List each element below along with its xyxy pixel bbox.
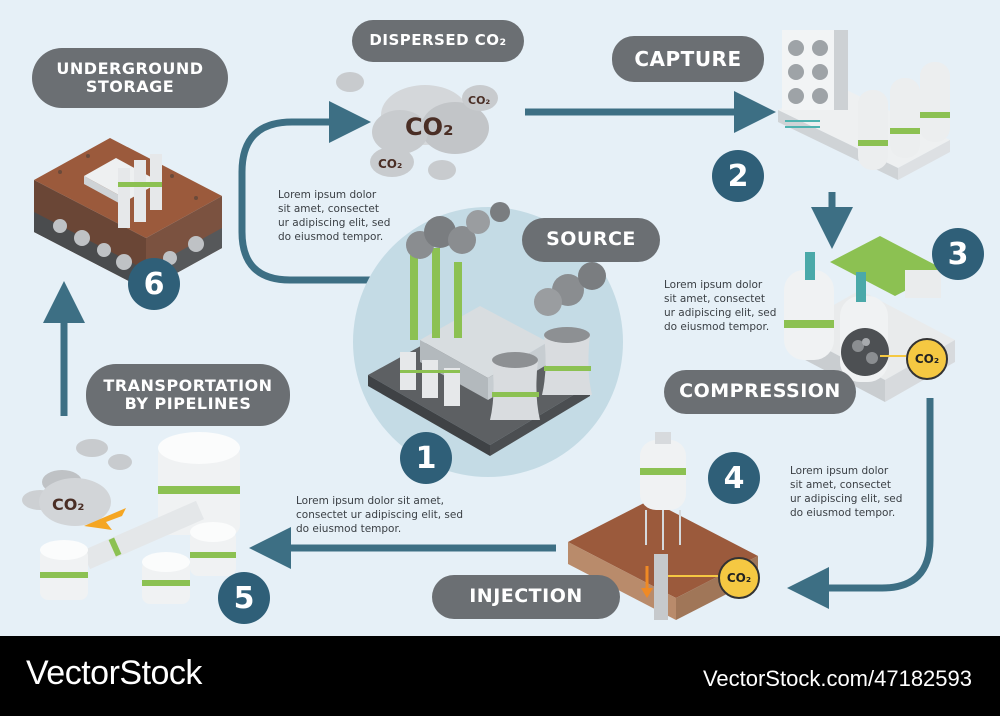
cloud-co2-label-small-a: CO₂: [468, 94, 490, 107]
footer-bar: VectorStock VectorStock.com/47182593: [0, 636, 1000, 716]
infographic-canvas: CO₂ CO₂ CO₂: [0, 0, 1000, 636]
label-underground-storage: UNDERGROUND STORAGE: [32, 48, 228, 108]
step-number-1: 1: [400, 432, 452, 484]
description-compression: Lorem ipsum dolor sit amet, consectet ur…: [664, 279, 777, 333]
description-source: Lorem ipsum dolor sit amet, consectet ur…: [278, 189, 391, 243]
step-number-4: 4: [708, 452, 760, 504]
pipeline-illustration: CO₂: [22, 432, 240, 604]
footer-brand-logo[interactable]: VectorStock: [26, 654, 202, 692]
co2-clouds-illustration: CO₂ CO₂ CO₂: [336, 72, 498, 180]
step-number-2: 2: [712, 150, 764, 202]
pipeline-cloud-co2-label: CO₂: [52, 495, 84, 514]
label-dispersed-co2: DISPERSED CO₂: [352, 20, 524, 62]
co2-badge-injection: CO₂: [718, 557, 760, 599]
flow-arrows: [43, 91, 934, 609]
arrow-compression-to-injection: [787, 398, 934, 609]
step-number-6: 6: [128, 258, 180, 310]
description-transport: Lorem ipsum dolor sit amet, consectet ur…: [296, 495, 463, 535]
capture-plant-illustration: [778, 30, 950, 180]
step-number-3: 3: [932, 228, 984, 280]
label-injection: INJECTION: [432, 575, 620, 619]
description-injection: Lorem ipsum dolor sit amet, consectet ur…: [790, 465, 903, 519]
source-factory-illustration: [368, 202, 606, 456]
cloud-co2-label-main: CO₂: [405, 113, 454, 141]
underground-storage-illustration: [34, 138, 222, 290]
label-compression: COMPRESSION: [664, 370, 856, 414]
cloud-co2-label-small-b: CO₂: [378, 157, 402, 171]
step-number-5: 5: [218, 572, 270, 624]
co2-badge-compression: CO₂: [906, 338, 948, 380]
illustration-layer: CO₂ CO₂ CO₂: [22, 30, 955, 620]
footer-url-text[interactable]: VectorStock.com/47182593: [702, 666, 972, 691]
label-capture: CAPTURE: [612, 36, 764, 82]
label-source: SOURCE: [522, 218, 660, 262]
label-transportation: TRANSPORTATION BY PIPELINES: [86, 364, 290, 426]
arrow-source-to-dispersed: [238, 101, 392, 284]
